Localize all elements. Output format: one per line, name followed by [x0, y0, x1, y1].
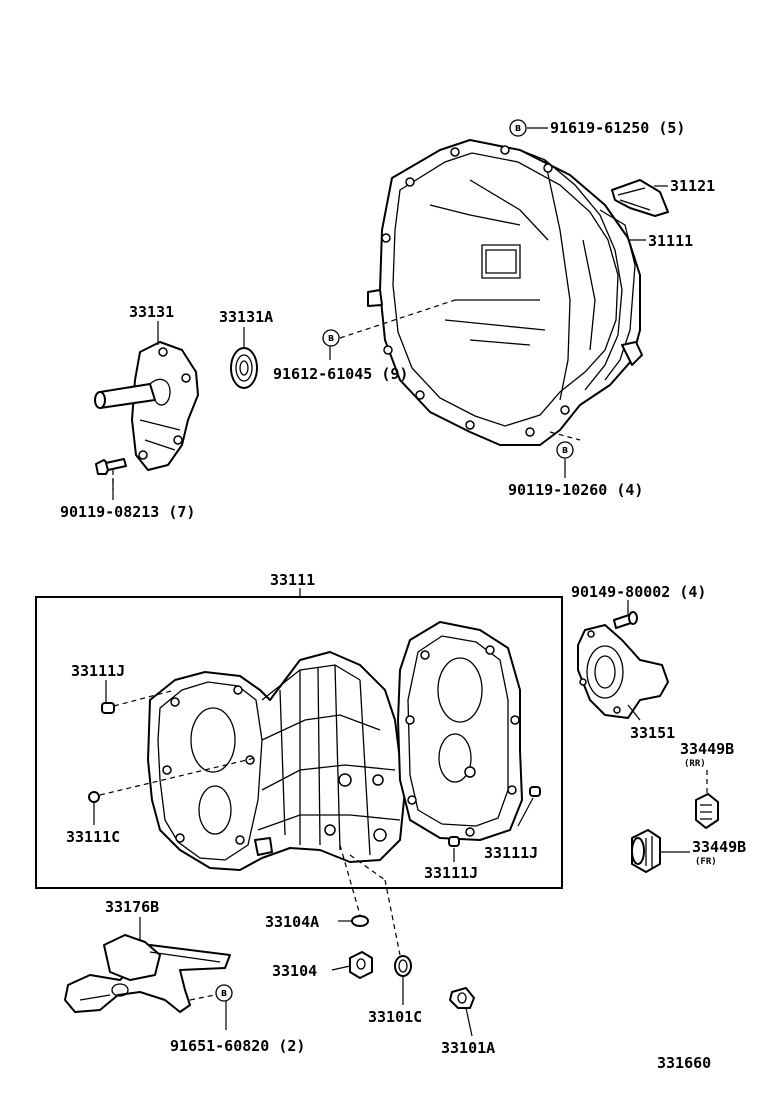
label-33131A: 33131A — [219, 308, 273, 326]
figure-number: 331660 — [657, 1054, 711, 1072]
label-33111J: 33111J — [484, 844, 538, 862]
marker-letter: B — [328, 334, 334, 343]
label-91619-61250: 91619-61250 (5) — [550, 119, 685, 137]
gear-33449B-rr — [695, 793, 719, 829]
label-33176B: 33176B — [105, 898, 159, 916]
washer-33104A — [351, 915, 369, 927]
screw-90149-80002 — [613, 611, 638, 629]
label-33104: 33104 — [272, 962, 317, 980]
label-90119-10260: 90119-10260 (4) — [508, 481, 643, 499]
pin-33111J-bottom — [448, 836, 460, 847]
label-33101A: 33101A — [441, 1039, 495, 1057]
label-33111: 33111 — [270, 571, 315, 589]
label-91612-61045: 91612-61045 (9) — [273, 365, 408, 383]
label-90149-80002: 90149-80002 (4) — [571, 583, 706, 601]
marker-91619-61250: B — [509, 119, 527, 137]
bracket-33176B — [64, 934, 231, 1013]
sleeve-33101A — [449, 987, 475, 1009]
label-31121: 31121 — [670, 177, 715, 195]
label-33449B-rr: 33449B — [680, 740, 734, 758]
pin-33111J-right — [529, 786, 541, 797]
retainer-33151 — [577, 624, 669, 719]
label-91651-60820: 91651-60820 (2) — [170, 1037, 305, 1055]
marker-91651-60820: B — [215, 984, 233, 1002]
label-33111J: 33111J — [71, 662, 125, 680]
o-ring-33101C — [394, 955, 412, 977]
clutch-housing-31111 — [367, 139, 643, 446]
transmission-case-33111 — [147, 651, 406, 871]
case-assembly-frame — [35, 596, 563, 889]
marker-letter: B — [515, 124, 521, 133]
marker-91612-61045: B — [322, 329, 340, 347]
marker-90119-10260: B — [556, 441, 574, 459]
label-33131: 33131 — [129, 303, 174, 321]
label-fr: (FR) — [695, 857, 717, 867]
cover-31121 — [611, 179, 669, 217]
pin-33111J-left — [101, 702, 115, 714]
leader-lines — [93, 127, 708, 1037]
intermediate-plate — [397, 621, 523, 841]
label-33111C: 33111C — [66, 828, 120, 846]
nut-33104 — [349, 951, 373, 979]
marker-letter: B — [221, 989, 227, 998]
label-rr: (RR) — [684, 759, 706, 769]
label-33111J: 33111J — [424, 864, 478, 882]
label-31111: 31111 — [648, 232, 693, 250]
label-33101C: 33101C — [368, 1008, 422, 1026]
part-labels: 91619-61250 (5) 31121 31111 33131 33131A… — [60, 119, 746, 1072]
label-33151: 33151 — [630, 724, 675, 742]
plug-33111C — [88, 791, 100, 803]
label-90119-08213: 90119-08213 (7) — [60, 503, 195, 521]
marker-letter: B — [562, 446, 568, 455]
gear-33449B-fr — [631, 829, 661, 873]
label-33449B-fr: 33449B — [692, 838, 746, 856]
bearing-retainer-33131 — [94, 341, 199, 471]
label-33104A: 33104A — [265, 913, 319, 931]
bolt-90119-08213 — [95, 458, 127, 475]
oil-seal-33131A — [230, 347, 258, 389]
